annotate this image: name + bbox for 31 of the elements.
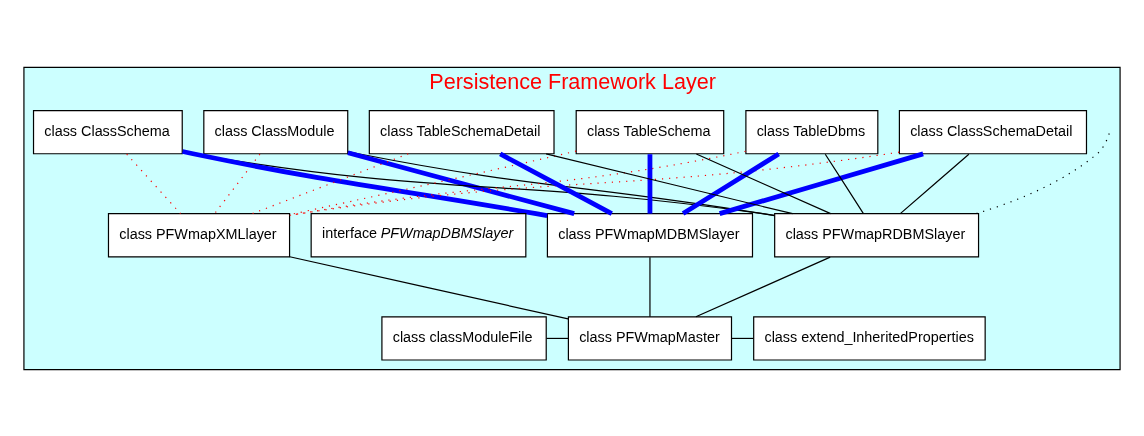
node-box: class classModuleFile [381,315,547,361]
node-box: interface PFWmapDBMSlayer [310,212,527,257]
connector [545,337,569,339]
connector [499,151,613,216]
node-box: class PFWmapRDBMSlayer [774,212,980,257]
connector [182,148,548,218]
connector [347,149,575,216]
node-box: class PFWmapMaster [567,315,733,361]
node-box: class TableDbms [745,109,879,154]
node-box: class PFWmapXMLlayer [107,212,291,257]
connector [545,152,794,214]
node-box: class ClassModule [203,109,349,154]
connector [647,153,653,214]
node-box: class ClassSchema [32,109,183,154]
connector [731,337,754,339]
connector [681,151,780,216]
node-box: class TableSchemaDetail [368,109,555,154]
connector [214,153,261,214]
connector [695,256,831,317]
connector [899,153,970,214]
connector [126,153,182,214]
node-box: class ClassSchemaDetail [898,109,1088,154]
connector [649,256,651,317]
connector [719,151,924,216]
connector [695,152,832,214]
connector [289,255,569,320]
connector [824,153,865,214]
node-box: class extend_InheritedProperties [753,315,986,361]
node-box: class TableSchema [575,109,725,154]
connector [289,151,900,216]
node-box: class PFWmapMDBMSlayer [546,212,754,257]
